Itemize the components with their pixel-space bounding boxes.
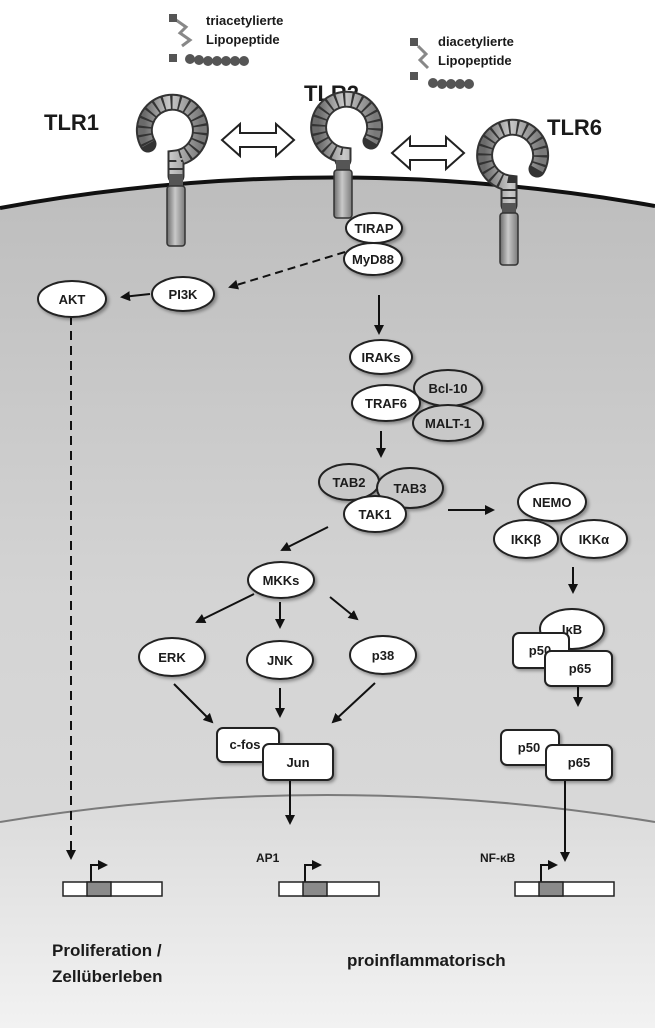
svg-text:TRAF6: TRAF6 xyxy=(365,396,407,411)
akt-node: AKT xyxy=(37,280,107,318)
gene-nfkb-target xyxy=(514,860,615,897)
svg-text:NEMO: NEMO xyxy=(533,495,572,510)
svg-text:IKKα: IKKα xyxy=(579,532,609,547)
triacyl-lipopeptide-icon xyxy=(169,14,249,66)
svg-text:p65: p65 xyxy=(568,755,590,770)
jnk-node: JNK xyxy=(246,640,314,680)
iraks-node: IRAKs xyxy=(349,339,413,375)
mkks-node: MKKs xyxy=(247,561,315,599)
diacyl-label-line2: Lipopeptide xyxy=(438,53,512,68)
p38-node: p38 xyxy=(349,635,417,675)
cell-membrane xyxy=(0,175,655,210)
tlr2-receptor-icon xyxy=(310,90,384,219)
tlr1-tlr2-double-arrow-icon xyxy=(220,121,296,159)
tak1-node: TAK1 xyxy=(343,495,407,533)
bcl10-node: Bcl-10 xyxy=(413,369,483,407)
gene-akt-target xyxy=(62,860,163,897)
triacyl-label-line2: Lipopeptide xyxy=(206,32,280,47)
svg-text:AKT: AKT xyxy=(59,292,86,307)
outcome-proinflammatory: proinflammatorisch xyxy=(347,951,506,970)
svg-text:MyD88: MyD88 xyxy=(352,252,394,267)
svg-text:TAK1: TAK1 xyxy=(359,507,392,522)
svg-text:p50: p50 xyxy=(518,740,540,755)
nucleus xyxy=(0,795,655,1028)
tab2-node: TAB2 xyxy=(318,463,380,501)
jun-node: Jun xyxy=(262,743,334,781)
outcome-proliferation-line1: Proliferation / xyxy=(52,941,162,960)
tab3-node: TAB3 xyxy=(376,467,444,509)
pathway-arrows xyxy=(66,251,583,862)
svg-text:TIRAP: TIRAP xyxy=(355,221,394,236)
svg-text:TAB3: TAB3 xyxy=(394,481,427,496)
p50-node-active: p50 xyxy=(500,729,560,766)
p65-node-active: p65 xyxy=(545,744,613,781)
nuclear-membrane xyxy=(0,794,655,823)
svg-text:p38: p38 xyxy=(372,648,394,663)
nfkb-label: NF-κB xyxy=(480,851,516,865)
tlr1-receptor-icon xyxy=(135,93,209,247)
svg-text:ERK: ERK xyxy=(158,650,186,665)
myd88-node: MyD88 xyxy=(343,242,403,276)
ikka-node: IKKα xyxy=(560,519,628,559)
diacyl-lipopeptide-icon xyxy=(410,38,474,89)
ap1-label: AP1 xyxy=(256,851,280,865)
svg-text:TAB2: TAB2 xyxy=(333,475,366,490)
svg-text:MKKs: MKKs xyxy=(263,573,300,588)
malt1-node: MALT-1 xyxy=(412,404,484,442)
tlr6-receptor-icon xyxy=(476,118,550,266)
nemo-node: NEMO xyxy=(517,482,587,522)
svg-text:c-fos: c-fos xyxy=(229,737,260,752)
gene-ap1-target xyxy=(278,860,380,897)
ikkb-node: IKKβ xyxy=(493,519,559,559)
triacyl-label-line1: triacetylierte xyxy=(206,13,283,28)
pi3k-node: PI3K xyxy=(151,276,215,312)
tlr1-label: TLR1 xyxy=(44,110,99,135)
svg-text:MALT-1: MALT-1 xyxy=(425,416,471,431)
svg-text:IKKβ: IKKβ xyxy=(511,532,541,547)
svg-text:Bcl-10: Bcl-10 xyxy=(428,381,467,396)
tlr2-tlr6-double-arrow-icon xyxy=(390,134,466,172)
svg-text:p65: p65 xyxy=(569,661,591,676)
tlr6-label: TLR6 xyxy=(547,115,602,140)
p65-node-cytoplasmic: p65 xyxy=(544,650,613,687)
svg-text:Jun: Jun xyxy=(286,755,309,770)
traf6-node: TRAF6 xyxy=(351,384,421,422)
erk-node: ERK xyxy=(138,637,206,677)
svg-text:PI3K: PI3K xyxy=(169,287,199,302)
tirap-node: TIRAP xyxy=(345,212,403,244)
outcome-proliferation-line2: Zellüberleben xyxy=(52,967,163,986)
svg-text:JNK: JNK xyxy=(267,653,294,668)
svg-text:IRAKs: IRAKs xyxy=(361,350,400,365)
diacyl-label-line1: diacetylierte xyxy=(438,34,514,49)
